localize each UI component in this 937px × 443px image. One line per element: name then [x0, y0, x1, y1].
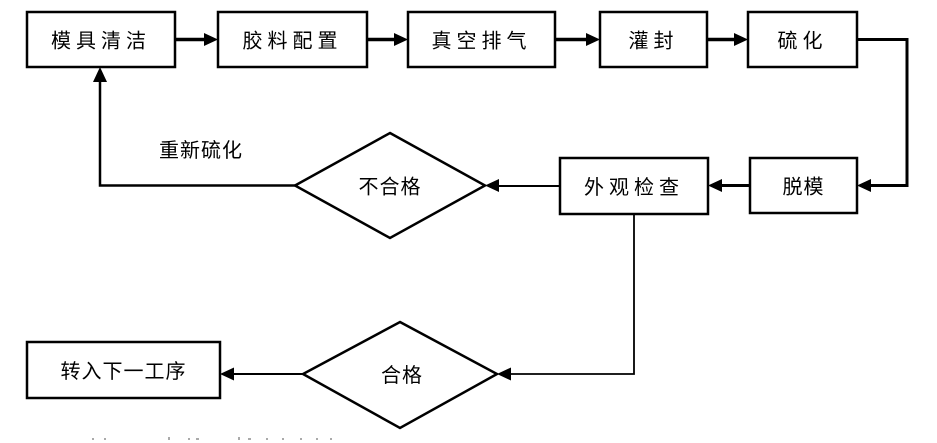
node-visual-inspection-label: 外观检查	[584, 175, 684, 199]
node-potting-label: 灌封	[629, 29, 679, 53]
edge-label-re-vulcanize: 重新硫化	[159, 138, 243, 162]
cropped-caption-fragment	[92, 437, 332, 440]
arrow-left-icon	[485, 179, 499, 192]
node-demolding: 脱模	[748, 156, 859, 215]
node-mold-cleaning: 模具清洁	[25, 10, 177, 69]
node-next-process-label: 转入下一工序	[61, 359, 187, 383]
arrow-right-icon	[204, 33, 218, 46]
node-mold-cleaning-label: 模具清洁	[51, 29, 151, 53]
edge-potting-to-vulcanization	[707, 33, 748, 46]
node-vacuum-degassing: 真空排气	[406, 10, 557, 69]
node-demolding-label: 脱模	[783, 175, 825, 199]
edge-visual-inspection-to-qualified	[497, 214, 635, 381]
node-next-process: 转入下一工序	[25, 340, 222, 400]
node-vulcanization: 硫化	[746, 10, 859, 69]
arrow-left-icon	[497, 367, 511, 381]
arrow-right-icon	[586, 33, 600, 46]
node-qualified-label: 合格	[381, 363, 423, 387]
node-qualified-decision: 合格	[300, 320, 500, 430]
edge-vulcanization-to-demolding	[857, 38, 909, 192]
node-visual-inspection: 外观检查	[558, 156, 710, 216]
arrow-left-icon	[857, 179, 871, 192]
node-unqualified-label: 不合格	[359, 175, 422, 199]
node-potting: 灌封	[598, 10, 709, 69]
node-unqualified-decision: 不合格	[292, 131, 488, 240]
edge-mold-cleaning-to-glue-preparation	[175, 33, 218, 46]
edge-demolding-to-visual-inspection	[708, 179, 750, 192]
edge-unqualified-to-mold-cleaning: 重新硫化	[93, 67, 295, 187]
node-glue-preparation-label: 胶料配置	[243, 29, 343, 53]
arrow-right-icon	[394, 33, 408, 46]
edge-glue-preparation-to-vacuum-degassing	[367, 33, 408, 46]
edge-vacuum-degassing-to-potting	[555, 33, 600, 46]
arrow-up-icon	[93, 67, 107, 82]
arrow-left-icon	[220, 367, 234, 381]
arrow-left-icon	[708, 179, 722, 192]
node-glue-preparation: 胶料配置	[216, 10, 369, 69]
edge-qualified-to-next-process	[220, 367, 303, 381]
node-vulcanization-label: 硫化	[778, 29, 828, 53]
arrow-right-icon	[734, 33, 748, 46]
edge-visual-inspection-to-unqualified	[485, 179, 560, 192]
node-vacuum-degassing-label: 真空排气	[432, 29, 532, 53]
